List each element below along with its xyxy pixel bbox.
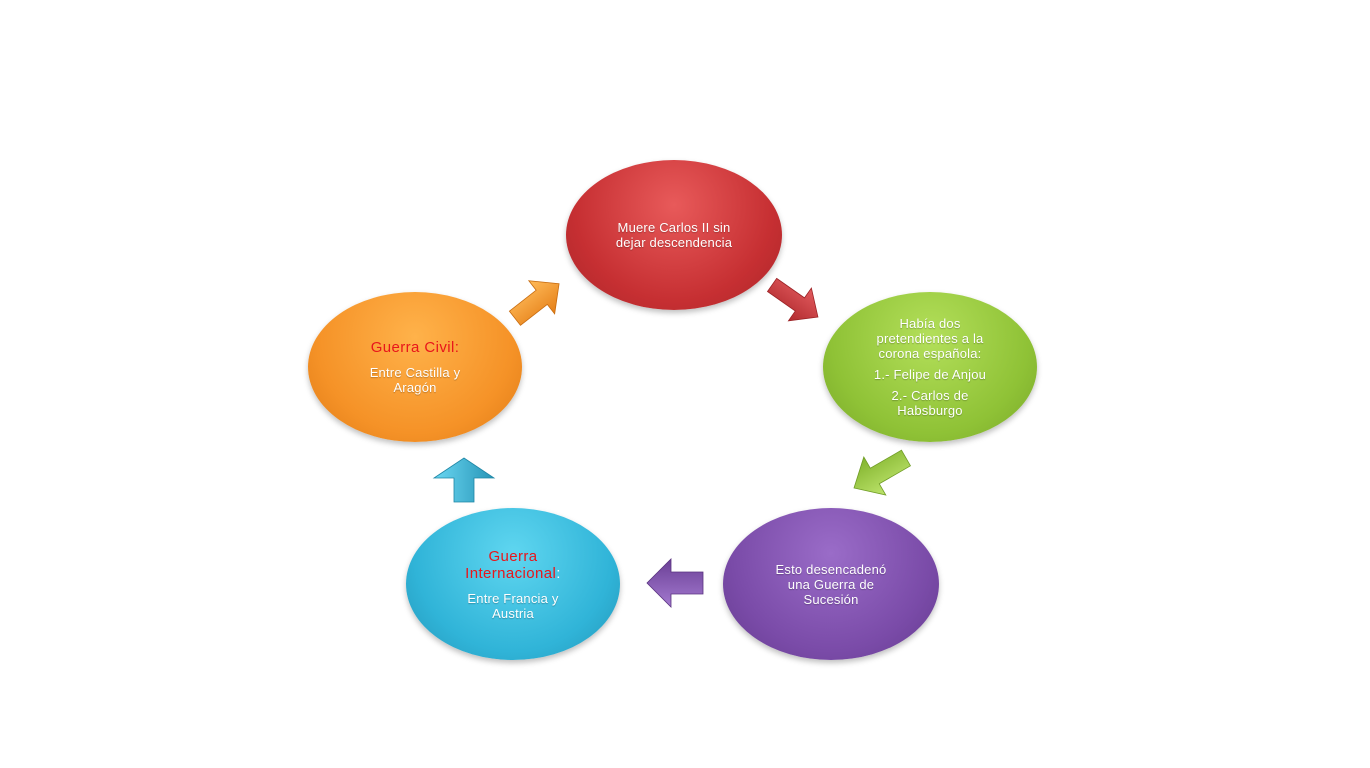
node-text: Entre Castilla y [369, 365, 461, 380]
node-text: 1.- Felipe de Anjou [873, 367, 987, 382]
node-text: Sucesión [803, 591, 859, 607]
arrow-up-right-icon [508, 280, 560, 326]
node-text: dejar descendencia [615, 235, 733, 250]
node-carlos-ii-death: Muere Carlos II sin dejar descendencia [566, 160, 782, 310]
node-text: una Guerra de [787, 576, 875, 592]
node-text: pretendientes a la [876, 331, 984, 346]
node-text: Muere Carlos II sin [617, 220, 731, 235]
node-text: Esto desencadenó [775, 561, 887, 577]
node-title-line: Guerra [488, 547, 538, 565]
node-two-pretenders: Había dos pretendientes a la corona espa… [823, 292, 1037, 442]
node-international-war: Guerra Internacional: Entre Francia y Au… [406, 508, 620, 660]
node-text: Entre Francia y [467, 590, 559, 606]
arrow-down-left-icon [853, 449, 912, 496]
node-title-line: Guerra Civil: [370, 339, 460, 356]
node-title: Guerra Civil: [371, 339, 460, 356]
node-text: Austria [492, 605, 534, 621]
arrow-left-icon [646, 558, 704, 608]
node-civil-war: Guerra Civil: Entre Castilla y Aragón [308, 292, 522, 442]
arrow-up-icon [432, 457, 496, 503]
node-title-suffix: : [556, 564, 561, 582]
node-text: Había dos [899, 316, 961, 331]
node-title-line: Internacional [465, 564, 557, 582]
node-text: Aragón [393, 380, 437, 395]
arrow-right-down-icon [766, 277, 819, 322]
node-text: 2.- Carlos de [891, 388, 969, 403]
node-title: Guerra Internacional: [465, 548, 561, 582]
node-text: corona española: [878, 346, 982, 361]
node-text: Habsburgo [897, 403, 963, 418]
node-succession-war: Esto desencadenó una Guerra de Sucesión [723, 508, 939, 660]
